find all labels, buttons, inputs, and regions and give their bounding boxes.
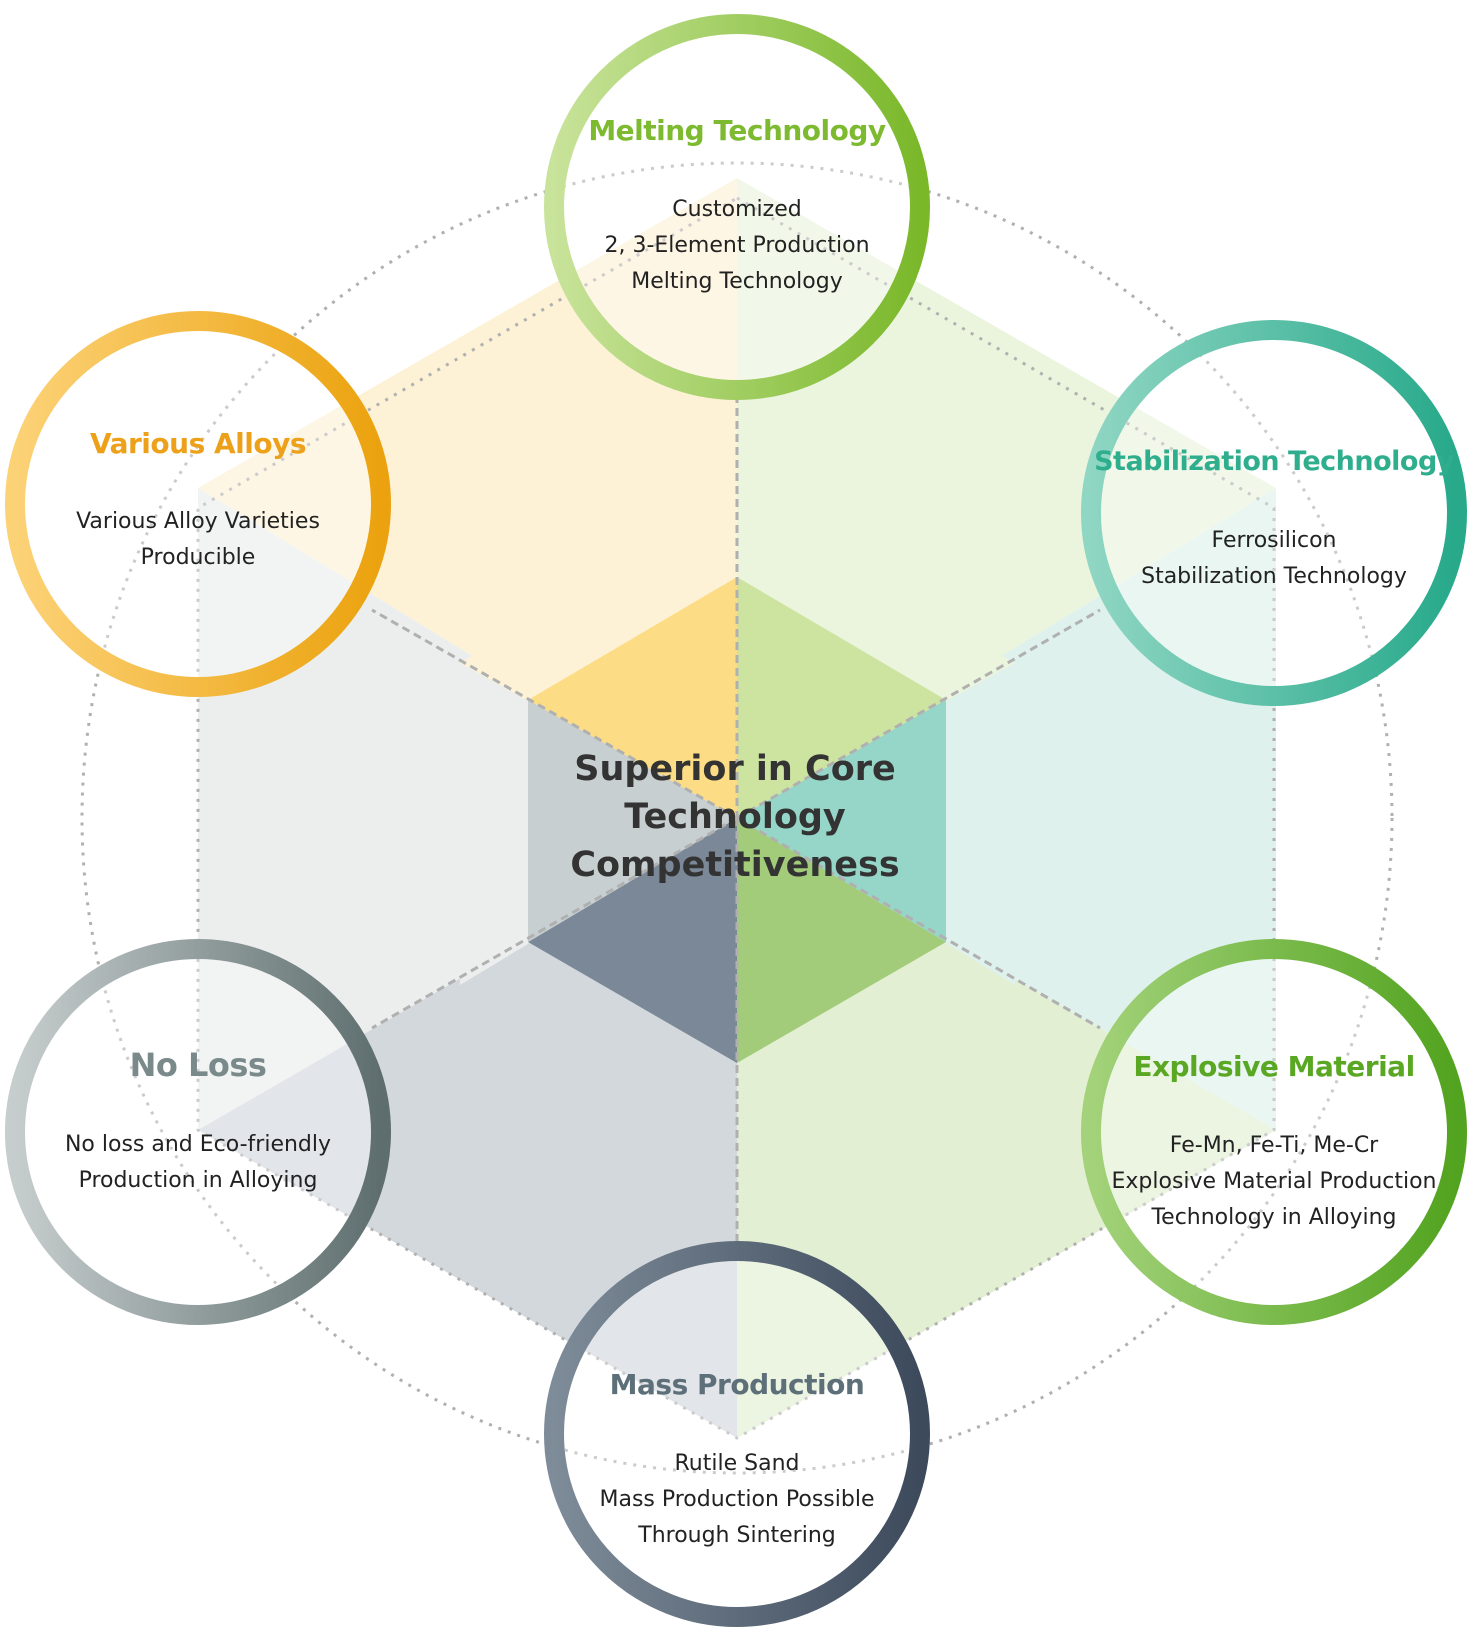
explosive-description: Fe-Mn, Fe-Ti, Me-Cr Explosive Material P… — [1084, 1128, 1464, 1236]
ring-alloys — [5, 311, 391, 697]
ring-stabilization — [1081, 320, 1467, 706]
ring-mass — [544, 1241, 930, 1627]
inner-hexagon — [528, 577, 946, 1063]
node-ring-dotted-hexagon — [196, 196, 1276, 1440]
connector-bottom-left — [371, 816, 738, 1030]
explosive-line-1: Fe-Mn, Fe-Ti, Me-Cr — [1169, 1133, 1379, 1158]
mass-title: Mass Production — [609, 1368, 865, 1401]
ring-noloss — [5, 939, 391, 1325]
connector-bottom-right — [736, 816, 1101, 1030]
inner-wedge-left — [528, 700, 737, 942]
ring-melting — [544, 14, 930, 400]
melting-line-2: 2, 3-Element Production — [604, 233, 870, 258]
center-title-line-3: Competitiveness — [570, 845, 900, 885]
stabilization-line-1: Ferrosilicon — [1211, 528, 1337, 553]
melting-title: Melting Technology — [588, 114, 886, 147]
alloys-line-2: Producible — [140, 545, 256, 570]
alloys-title: Various Alloys — [89, 427, 307, 460]
connector-top-left — [371, 608, 738, 820]
melting-description: Customized 2, 3-Element Production Melti… — [547, 192, 927, 300]
inner-wedge-bottom-left — [528, 818, 737, 1063]
stabilization-title: Stabilization Technology — [1094, 446, 1454, 477]
noloss-title: No Loss — [129, 1046, 267, 1084]
connector-top-right — [736, 608, 1101, 820]
mass-line-1: Rutile Sand — [674, 1451, 800, 1476]
melting-line-1: Customized — [672, 197, 802, 222]
explosive-line-3: Technology in Alloying — [1151, 1205, 1397, 1230]
inner-wedge-top-right — [737, 577, 946, 818]
noloss-line-1: No loss and Eco-friendly — [64, 1132, 332, 1157]
mass-line-3: Through Sintering — [638, 1523, 836, 1548]
alloys-description: Various Alloy Varieties Producible — [8, 504, 388, 576]
alloys-line-1: Various Alloy Varieties — [76, 509, 320, 534]
mass-description: Rutile Sand Mass Production Possible Thr… — [547, 1446, 927, 1554]
explosive-line-2: Explosive Material Production — [1111, 1169, 1437, 1194]
outer-dotted-circle — [80, 161, 1394, 1475]
noloss-line-2: Production in Alloying — [78, 1168, 318, 1193]
explosive-title: Explosive Material — [1133, 1050, 1415, 1083]
inner-wedge-top-left — [528, 577, 737, 818]
connector-lines — [371, 395, 1101, 1245]
center-title: Superior in Core Technology Competitiven… — [535, 745, 935, 889]
ring-explosive — [1081, 939, 1467, 1325]
center-title-line-1: Superior in Core — [574, 749, 896, 789]
mass-line-2: Mass Production Possible — [599, 1487, 875, 1512]
noloss-description: No loss and Eco-friendly Production in A… — [8, 1127, 388, 1199]
stabilization-description: Ferrosilicon Stabilization Technology — [1084, 523, 1464, 595]
inner-wedge-right — [737, 700, 946, 942]
stabilization-line-2: Stabilization Technology — [1141, 564, 1407, 589]
melting-line-3: Melting Technology — [631, 269, 843, 294]
inner-wedge-bottom-right — [737, 818, 946, 1063]
center-title-line-2: Technology — [624, 797, 846, 837]
